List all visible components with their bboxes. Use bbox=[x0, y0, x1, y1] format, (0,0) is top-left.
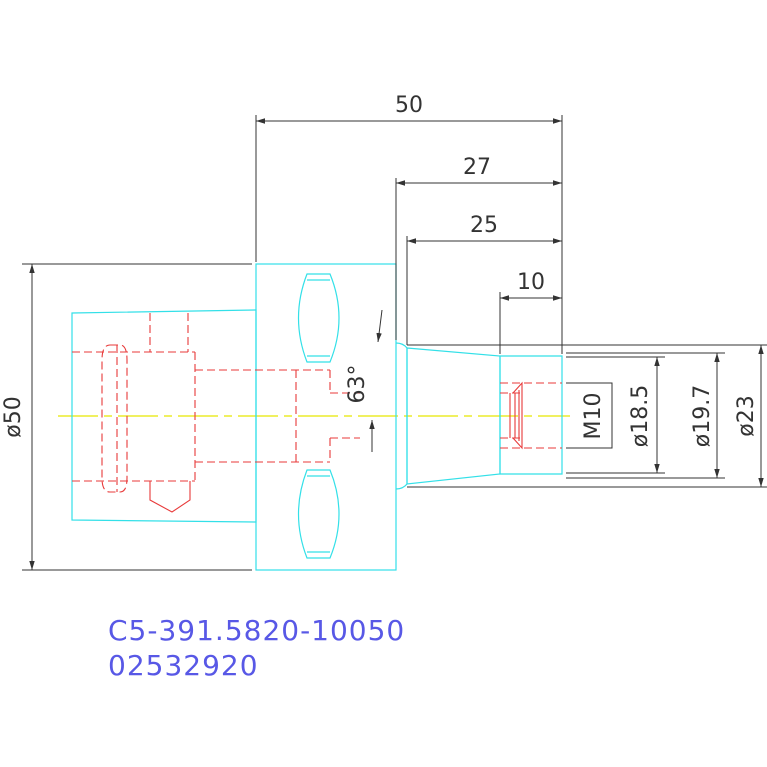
dimension-lines bbox=[22, 115, 767, 571]
dim-angle: 63° bbox=[345, 365, 370, 404]
dim-length-10: 10 bbox=[517, 270, 545, 295]
dim-diameter-18-5: ø18.5 bbox=[628, 385, 653, 447]
thread-detail bbox=[149, 381, 523, 513]
dim-diameter-50: ø50 bbox=[1, 396, 26, 437]
dim-overall-length: 50 bbox=[395, 93, 423, 118]
hidden-lines bbox=[72, 313, 562, 493]
dim-diameter-19-7: ø19.7 bbox=[690, 385, 715, 447]
dim-length-27: 27 bbox=[463, 155, 491, 180]
part-outline bbox=[71, 263, 563, 571]
dim-length-25: 25 bbox=[470, 213, 498, 238]
part-code: 02532920 bbox=[108, 649, 259, 682]
dim-diameter-23: ø23 bbox=[734, 395, 759, 436]
dim-thread: M10 bbox=[581, 393, 606, 440]
part-number: C5-391.5820-10050 bbox=[108, 614, 405, 647]
